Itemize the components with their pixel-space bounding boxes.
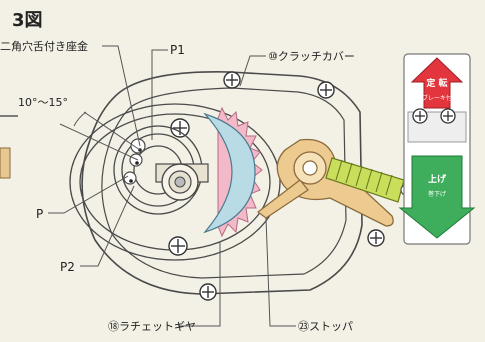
screw-right-icon <box>317 81 335 99</box>
up-arrow-down-icon <box>398 155 476 239</box>
up-label-subtext: 巻下げ <box>428 190 446 198</box>
p-callout: P <box>36 207 43 221</box>
p2-callout: P2 <box>60 260 75 274</box>
fixed-label-subtext: ブレーキ付 <box>422 94 452 102</box>
fixed-label-text: 定 転 <box>425 77 447 89</box>
stopper-callout: ㉓ストッパ <box>298 320 353 333</box>
label-plate: 定 転 ブレーキ付 上げ 巻下げ <box>398 53 476 245</box>
angle-callout: 10°～15° <box>18 96 68 109</box>
screw-top-right-icon <box>223 71 241 89</box>
fixed-arrow-up-icon <box>410 57 464 109</box>
stopper <box>257 138 394 227</box>
ratchet-gear-callout: ⑱ラチェットギヤ <box>108 320 196 333</box>
ratchet-gear <box>203 106 263 238</box>
left-stub-part <box>0 147 11 179</box>
central-shaft <box>155 163 209 201</box>
plate-screw-left-icon <box>412 108 428 124</box>
leader-lines <box>48 45 296 327</box>
clutch-cover-callout: ⑩クラッチカバー <box>268 50 355 63</box>
washer-callout: 二角穴舌付き座金 <box>0 39 88 53</box>
screw-bottom-icon <box>168 236 188 256</box>
up-label-text: 上げ <box>428 173 447 185</box>
angle-guide <box>59 111 141 161</box>
plate-screw-right-icon <box>440 108 456 124</box>
p1-callout: P1 <box>170 43 185 57</box>
screw-top-left-icon <box>170 118 190 138</box>
figure-title: 3図 <box>12 10 43 31</box>
screw-far-bottom-icon <box>199 283 217 301</box>
screw-right-lower-icon <box>367 229 385 247</box>
